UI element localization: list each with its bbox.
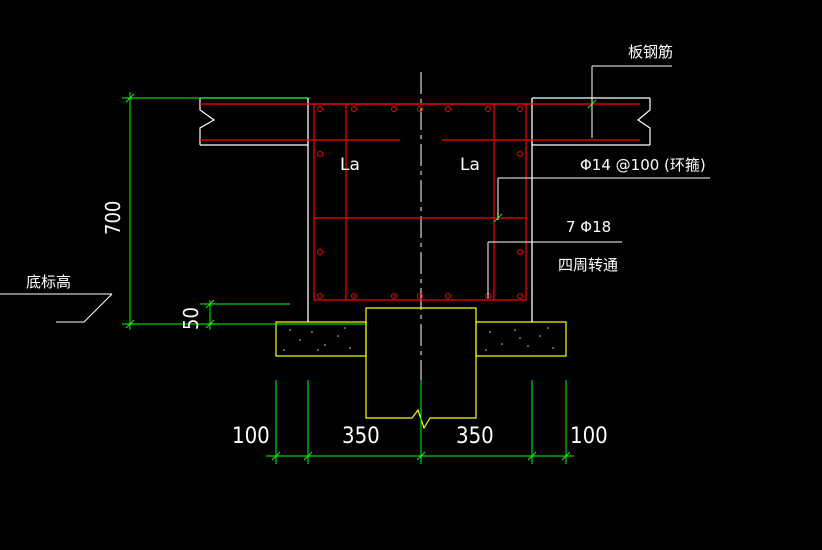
anchorage-left-label: La [340,155,360,175]
slab-rebar-label: 板钢筋 [628,43,673,61]
right-half-dim: 350 [456,424,494,449]
concrete-hatch [283,327,554,351]
beam-reinforcement [200,103,640,301]
right-margin-dim: 100 [570,424,608,449]
height-total-dim: 700 [101,201,125,235]
slab-outline [199,97,651,146]
left-margin-dim: 100 [232,424,270,449]
stirrup-label: Φ14 @100 (环箍) [580,156,706,174]
rebar-dots [317,106,523,299]
around-continuous-label: 四周转通 [558,256,618,274]
dimension-lines [122,92,574,464]
leader-lines [487,65,710,298]
anchorage-right-label: La [460,155,480,175]
bottom-elevation-label: 底标高 [26,273,71,291]
beam-outline [307,98,533,322]
main-bars-label: 7 Φ18 [566,218,611,236]
height-offset-dim: 50 [179,307,203,330]
left-half-dim: 350 [342,424,380,449]
elevation-marker [0,293,113,323]
leader-ticks [493,99,597,223]
